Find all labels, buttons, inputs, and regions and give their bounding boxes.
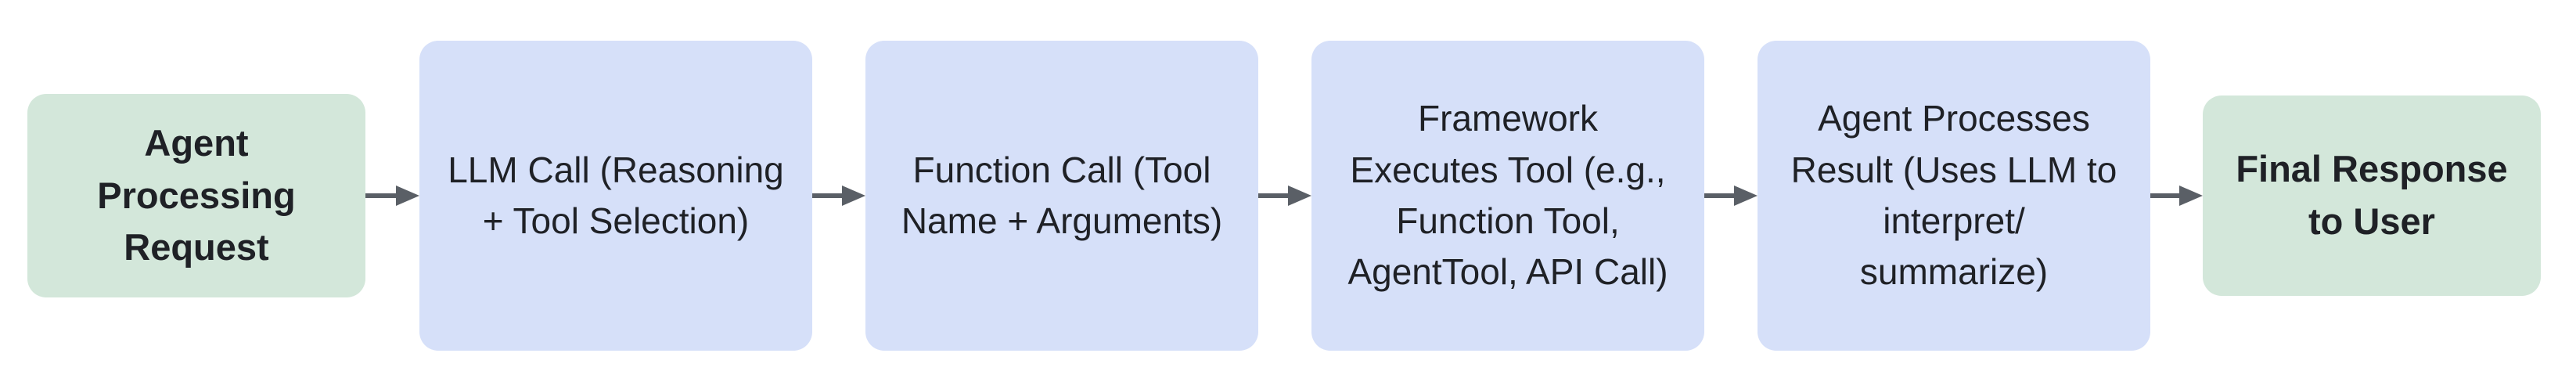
node-label: Final Response to User — [2236, 148, 2508, 242]
node-agent-processes-result: Agent Processes Result (Uses LLM to inte… — [1758, 41, 2150, 351]
arrow-head — [1734, 186, 1758, 206]
node-framework-executes-tool: Framework Executes Tool (e.g., Function … — [1311, 41, 1704, 351]
node-final-response-to-user: Final Response to User — [2203, 96, 2541, 296]
arrow-shaft — [812, 193, 842, 198]
node-llm-call: LLM Call (Reasoning + Tool Selection) — [419, 41, 812, 351]
node-label: Agent Processes Result (Uses LLM to inte… — [1790, 98, 2117, 293]
arrow-shaft — [1258, 193, 1288, 198]
arrow-right-icon — [1258, 186, 1311, 206]
arrow-shaft — [365, 193, 396, 198]
arrow-head — [842, 186, 865, 206]
node-label: LLM Call (Reasoning + Tool Selection) — [448, 149, 784, 241]
arrow-head — [396, 186, 419, 206]
arrow-right-icon — [812, 186, 865, 206]
node-label: Function Call (Tool Name + Arguments) — [901, 149, 1223, 241]
arrow-head — [2179, 186, 2203, 206]
arrow-right-icon — [2150, 186, 2203, 206]
arrow-right-icon — [1704, 186, 1758, 206]
arrow-shaft — [1704, 193, 1734, 198]
arrow-head — [1288, 186, 1311, 206]
node-label: Agent Processing Request — [97, 121, 296, 268]
arrow-shaft — [2150, 193, 2179, 198]
arrow-right-icon — [365, 186, 419, 206]
node-function-call: Function Call (Tool Name + Arguments) — [865, 41, 1258, 351]
node-label: Framework Executes Tool (e.g., Function … — [1347, 98, 1668, 293]
node-agent-processing-request: Agent Processing Request — [27, 94, 365, 297]
